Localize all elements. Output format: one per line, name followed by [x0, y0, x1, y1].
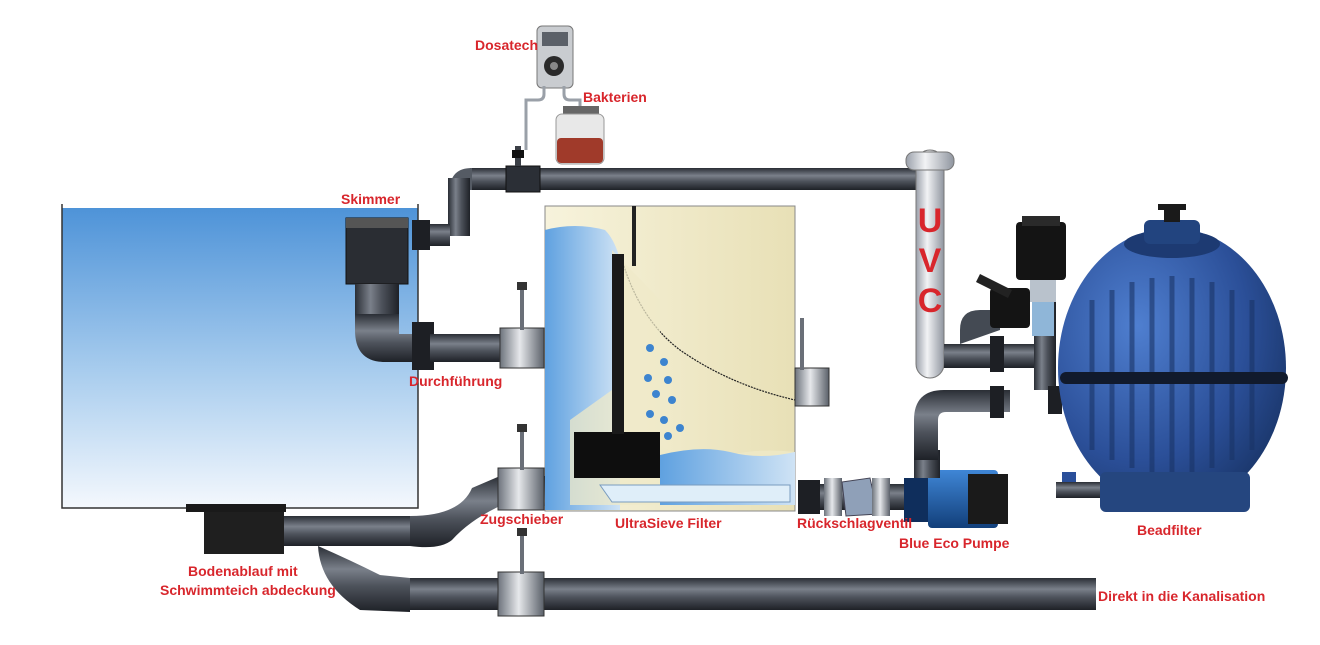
label-dosatech: Dosatech [475, 37, 538, 53]
label-zugschieber: Zugschieber [480, 511, 564, 527]
uvc-letters: U V C [918, 202, 943, 320]
label-kanalisation: Direkt in die Kanalisation [1098, 588, 1265, 604]
label-bodenablauf-line1: Bodenablauf mit [188, 563, 298, 579]
label-pumpe: Blue Eco Pumpe [899, 535, 1010, 551]
label-bodenablauf-line2: Schwimmteich abdeckung [160, 582, 336, 598]
pass-through-pipe [412, 282, 545, 370]
uvc-letter-v: V [919, 242, 942, 280]
label-rueckschlagventil: Rückschlagventil [797, 515, 912, 531]
uvc-unit [905, 149, 955, 379]
skimmer [345, 217, 430, 362]
check-valve [798, 477, 908, 517]
bacteria-container [555, 106, 605, 165]
uvc-letter-u: U [918, 202, 943, 240]
label-beadfilter: Beadfilter [1137, 522, 1202, 538]
pump [904, 450, 1008, 528]
label-skimmer: Skimmer [341, 191, 401, 207]
ultrasieve-filter [544, 205, 830, 512]
uvc-letter-c: C [918, 282, 943, 320]
label-ultrasieve: UltraSieve Filter [615, 515, 722, 531]
label-bakterien: Bakterien [583, 89, 647, 105]
bead-filter [1056, 204, 1288, 512]
label-durchfuehrung: Durchführung [409, 373, 502, 389]
bottom-drain [186, 424, 1096, 617]
dosatech-unit [524, 25, 582, 150]
multiport-valve [976, 216, 1066, 336]
